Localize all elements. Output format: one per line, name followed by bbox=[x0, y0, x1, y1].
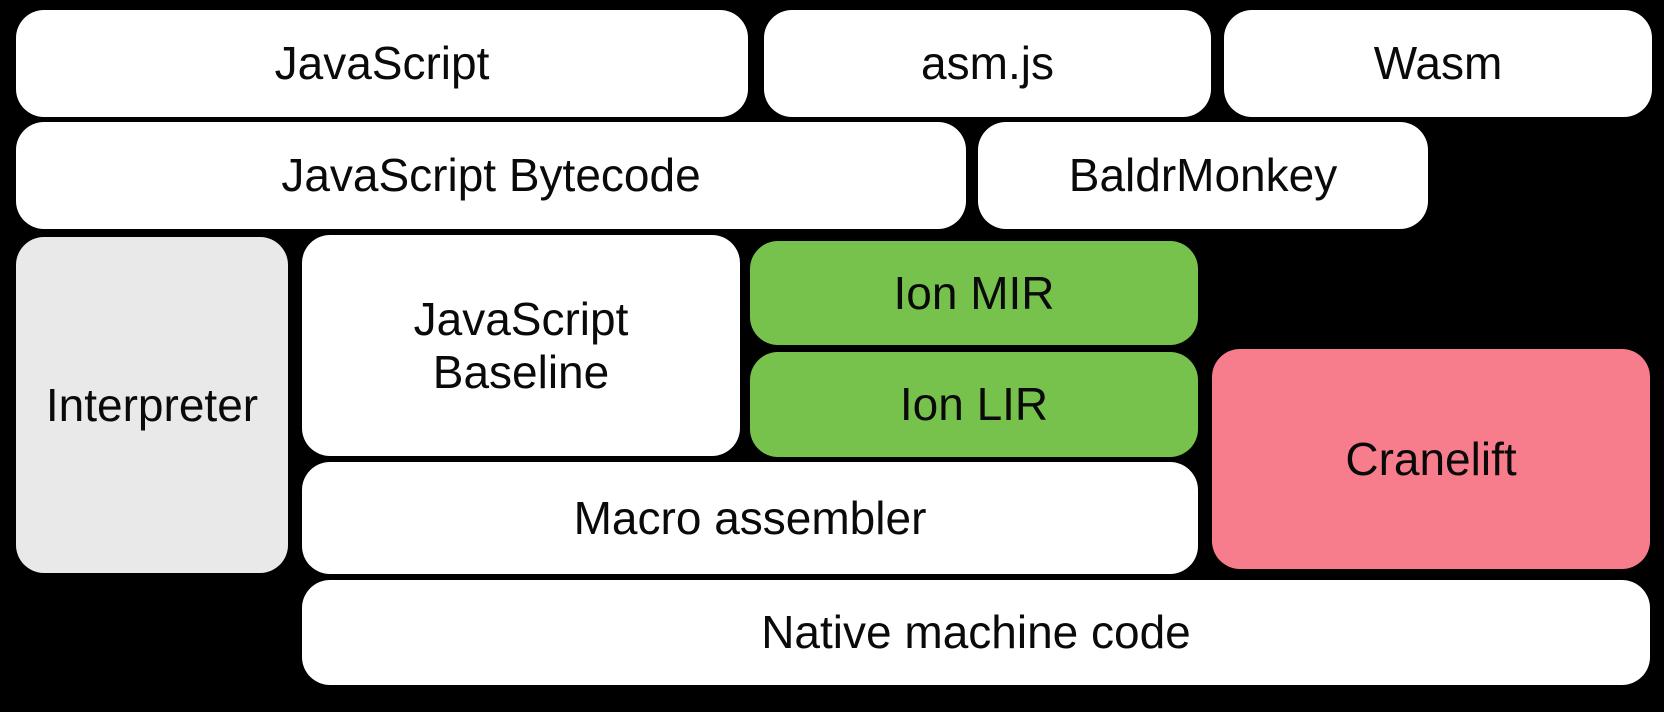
interpreter-label: Interpreter bbox=[45, 378, 259, 431]
wasm-label: Wasm bbox=[1373, 37, 1503, 90]
asmjs-box: asm.js bbox=[764, 10, 1211, 117]
javascript-baseline-box: JavaScript Baseline bbox=[302, 235, 740, 456]
wasm-box: Wasm bbox=[1224, 10, 1652, 117]
javascript-bytecode-box: JavaScript Bytecode bbox=[16, 122, 966, 229]
native-machine-code-label: Native machine code bbox=[761, 606, 1191, 659]
ion-lir-label: Ion LIR bbox=[899, 378, 1049, 431]
macro-assembler-label: Macro assembler bbox=[573, 491, 927, 544]
ion-mir-label: Ion MIR bbox=[893, 266, 1055, 319]
interpreter-box: Interpreter bbox=[16, 237, 288, 573]
ion-lir-box: Ion LIR bbox=[750, 352, 1198, 457]
javascript-box: JavaScript bbox=[16, 10, 748, 117]
native-machine-code-box: Native machine code bbox=[302, 580, 1650, 685]
baldrmonkey-label: BaldrMonkey bbox=[1068, 149, 1338, 202]
cranelift-label: Cranelift bbox=[1345, 432, 1517, 485]
javascript-baseline-label: JavaScript Baseline bbox=[413, 292, 629, 398]
baldrmonkey-box: BaldrMonkey bbox=[978, 122, 1428, 229]
cranelift-box: Cranelift bbox=[1212, 349, 1650, 569]
javascript-bytecode-label: JavaScript Bytecode bbox=[281, 149, 701, 202]
ion-mir-box: Ion MIR bbox=[750, 241, 1198, 345]
macro-assembler-box: Macro assembler bbox=[302, 462, 1198, 574]
javascript-label: JavaScript bbox=[274, 37, 490, 90]
asmjs-label: asm.js bbox=[921, 37, 1054, 90]
